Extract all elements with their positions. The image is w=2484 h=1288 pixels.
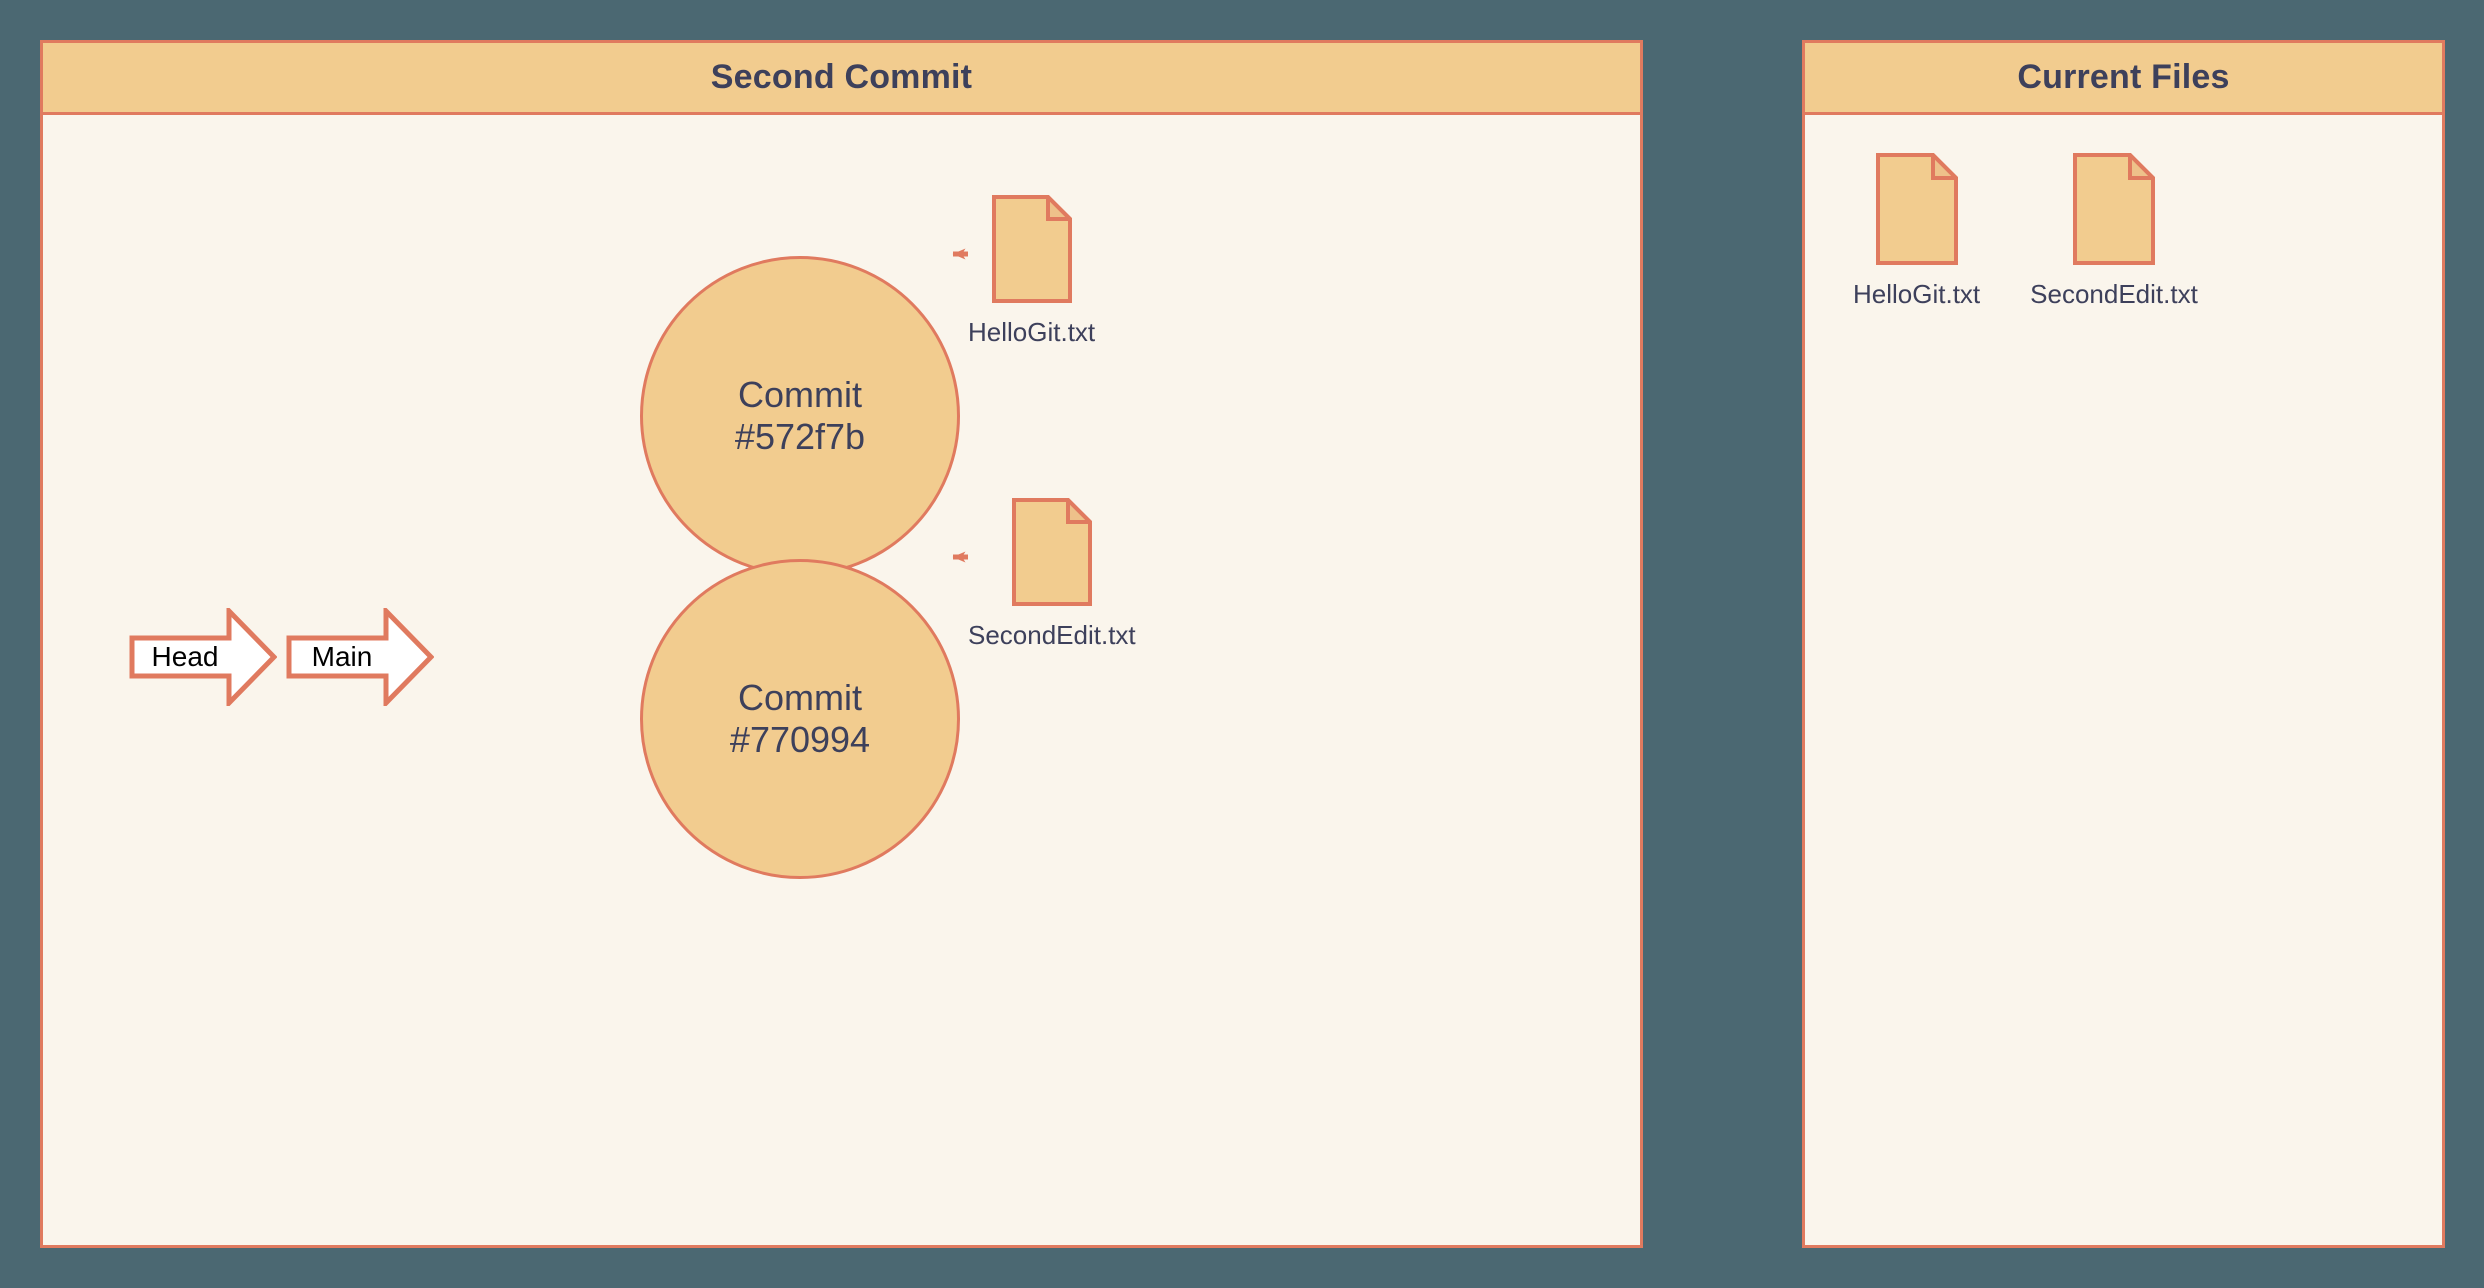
page-title: Second Commit [710, 58, 973, 96]
file-node-hellogit[interactable]: HelloGit.txt [968, 195, 1095, 348]
file-icon [991, 195, 1072, 303]
current-files-panel: Current Files HelloGit.txt [1802, 40, 2445, 1248]
current-files-panel-header: Current Files [1805, 43, 2442, 115]
commit-node-hash: #572f7b [734, 416, 866, 457]
commit-graph-canvas: Commit #572f7b Commit #770994 HelloGit.t… [43, 115, 1640, 1245]
commit-node-hash: #770994 [729, 719, 871, 760]
file-label: HelloGit.txt [1853, 279, 1981, 309]
file-icon [1875, 153, 1958, 265]
file-icon [1011, 498, 1092, 606]
current-files-body: HelloGit.txt SecondEdit.txt [1805, 115, 2442, 1245]
file-label: SecondEdit.txt [2030, 279, 2198, 309]
file-node-secondedit[interactable]: SecondEdit.txt [2030, 153, 2198, 310]
commit-node-572f7b[interactable]: Commit #572f7b [640, 256, 960, 576]
file-node-hellogit[interactable]: HelloGit.txt [1853, 153, 1980, 310]
file-icon [2072, 153, 2155, 265]
commit-node-label-line1: Commit [738, 677, 862, 719]
commit-graph-panel-header: Second Commit [43, 43, 1640, 115]
commit-graph-panel: Second Commit Commit #57 [40, 40, 1643, 1248]
file-label: HelloGit.txt [968, 317, 1096, 347]
current-files-list: HelloGit.txt SecondEdit.txt [1805, 115, 2442, 310]
ref-pointer-main[interactable]: Main [286, 608, 434, 706]
file-label: SecondEdit.txt [968, 620, 1136, 650]
commit-node-label-line1: Commit [738, 374, 862, 416]
current-files-title: Current Files [2017, 58, 2230, 96]
commit-node-770994[interactable]: Commit #770994 [640, 559, 960, 879]
file-node-secondedit[interactable]: SecondEdit.txt [968, 498, 1136, 651]
ref-pointer-head[interactable]: Head [129, 608, 277, 706]
